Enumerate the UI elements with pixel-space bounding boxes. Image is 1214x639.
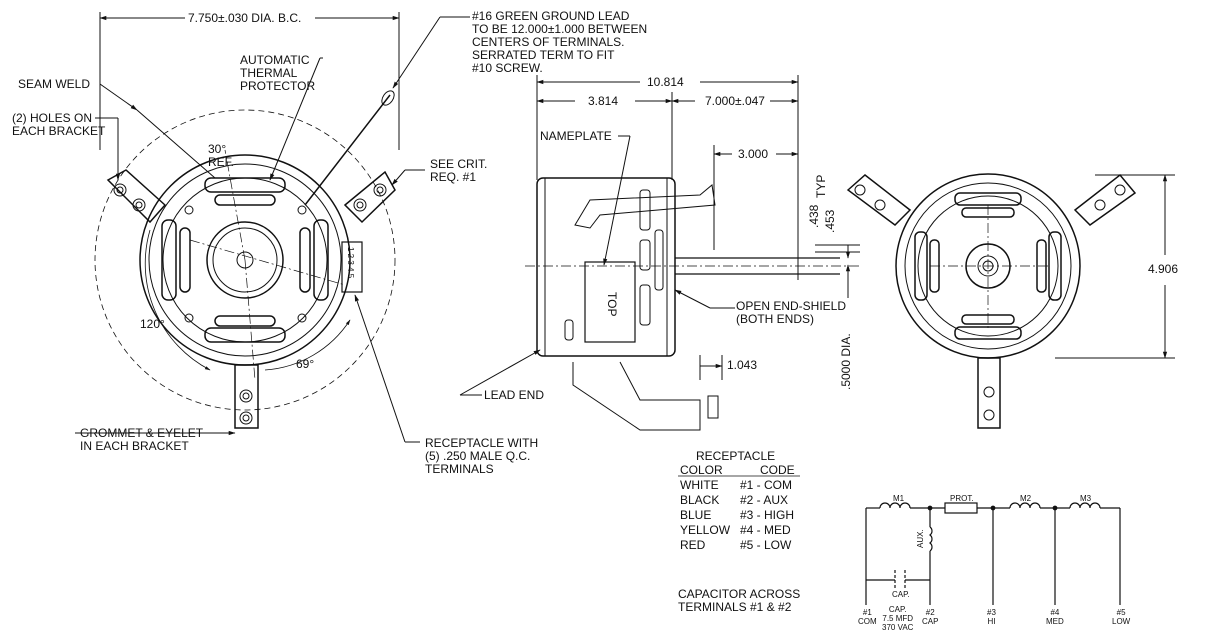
capacitor-note: CAPACITOR ACROSS TERMINALS #1 & #2 (678, 587, 801, 614)
angle-30-label: 30° REF. (208, 142, 235, 169)
dim-453: .453 (823, 209, 837, 233)
top-label: TOP (605, 292, 619, 317)
receptacle-note: RECEPTACLE WITH (5) .250 MALE Q.C. TERMI… (425, 436, 539, 476)
angle-120-label: 120° (140, 317, 165, 331)
front-view-motor (75, 12, 470, 443)
grommet-note: GROMMET & EYELET IN EACH BRACKET (80, 426, 204, 453)
side-view-motor (459, 75, 860, 431)
lead-end-label: LEAD END (484, 388, 545, 402)
shaft-diameter-dimension: .5000 DIA. (839, 333, 853, 390)
nameplate-label: NAMEPLATE (540, 129, 612, 143)
cap-rating-label: CAP. 7.5 MFD 370 VAC (882, 605, 914, 632)
terminal-5-label: #5 LOW (1112, 608, 1131, 626)
dim-3814: 3.814 (588, 94, 619, 108)
table-row-color: YELLOW (680, 523, 731, 537)
dim-typ: TYP (814, 174, 828, 198)
terminal-4-label: #4 MED (1046, 608, 1064, 626)
see-crit-note: SEE CRIT. REQ. #1 (430, 157, 488, 184)
table-row-code: #3 - HIGH (740, 508, 795, 522)
seam-weld-label: SEAM WELD (18, 77, 91, 91)
receptacle-terminal-numbers: 1 2 3 4 5 (346, 247, 355, 279)
terminal-3-label: #3 HI (987, 608, 996, 626)
holes-note: (2) HOLES ON EACH BRACKET (12, 111, 106, 138)
dim-1043: 1.043 (727, 358, 758, 372)
terminal-1-label: #1 COM (858, 608, 877, 626)
prot-label: PROT. (950, 494, 974, 503)
dim-7000: 7.000±.047 (705, 94, 765, 108)
table-col-code: CODE (760, 463, 795, 477)
open-end-shield-label: OPEN END-SHIELD (BOTH ENDS) (736, 299, 847, 326)
m2-label: M2 (1020, 494, 1032, 503)
table-row-code: #2 - AUX (740, 493, 789, 507)
table-row-code: #5 - LOW (740, 538, 792, 552)
angle-69-label: 69° (296, 357, 315, 371)
height-dimension: 4.906 (1148, 262, 1179, 276)
end-view-motor (846, 173, 1175, 429)
thermal-protector-label: AUTOMATIC THERMAL PROTECTOR (240, 53, 316, 93)
table-title: RECEPTACLE (696, 449, 776, 463)
table-row-code: #1 - COM (740, 478, 793, 492)
dim-438: .438 (807, 204, 821, 228)
cap-label: CAP. (892, 590, 910, 599)
table-row-color: BLACK (680, 493, 720, 507)
dim-3000: 3.000 (738, 147, 769, 161)
aux-label: AUX. (916, 529, 925, 548)
m1-label: M1 (893, 494, 905, 503)
table-row-color: BLUE (680, 508, 712, 522)
overall-length-dimension: 10.814 (647, 75, 684, 89)
m3-label: M3 (1080, 494, 1092, 503)
ground-lead-note: #16 GREEN GROUND LEAD TO BE 12.000±1.000… (472, 9, 648, 75)
table-row-color: RED (680, 538, 706, 552)
table-col-color: COLOR (680, 463, 723, 477)
wiring-schematic (865, 502, 1121, 605)
table-row-color: WHITE (680, 478, 719, 492)
bolt-circle-dimension: 7.750±.030 DIA. B.C. (188, 11, 302, 25)
table-row-code: #4 - MED (740, 523, 791, 537)
terminal-2-label: #2 CAP (922, 608, 939, 626)
